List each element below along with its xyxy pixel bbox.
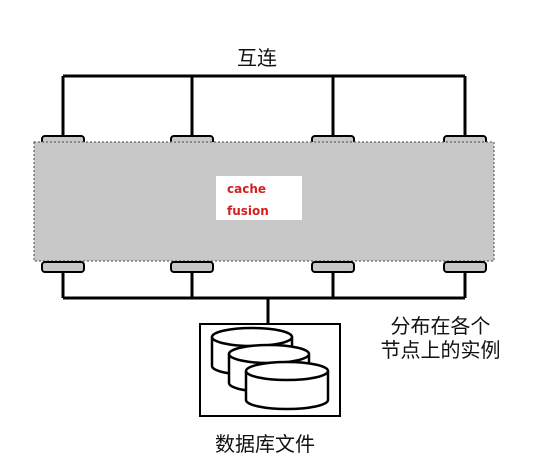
cache-fusion-label: cache fusion (216, 176, 302, 220)
node-1-bottom-tab (41, 261, 85, 273)
database-files-label: 数据库文件 (215, 432, 315, 456)
node-connectors-bottom (41, 261, 487, 273)
interconnect-label: 互连 (237, 46, 277, 70)
instances-label-line-2: 节点上的实例 (380, 338, 501, 362)
cache-fusion-line-2: fusion (227, 204, 269, 218)
cache-fusion-line-1: cache (227, 182, 267, 196)
instances-label-line-1: 分布在各个 (390, 314, 491, 338)
database-cylinders-icon (210, 326, 330, 411)
interconnect-bus (61, 74, 467, 140)
node-3-bottom-tab (311, 261, 355, 273)
cylinder-3 (244, 360, 330, 411)
node-2-bottom-tab (170, 261, 214, 273)
instances-label: 分布在各个 节点上的实例 (373, 314, 508, 362)
storage-bus (61, 272, 467, 324)
node-4-bottom-tab (443, 261, 487, 273)
